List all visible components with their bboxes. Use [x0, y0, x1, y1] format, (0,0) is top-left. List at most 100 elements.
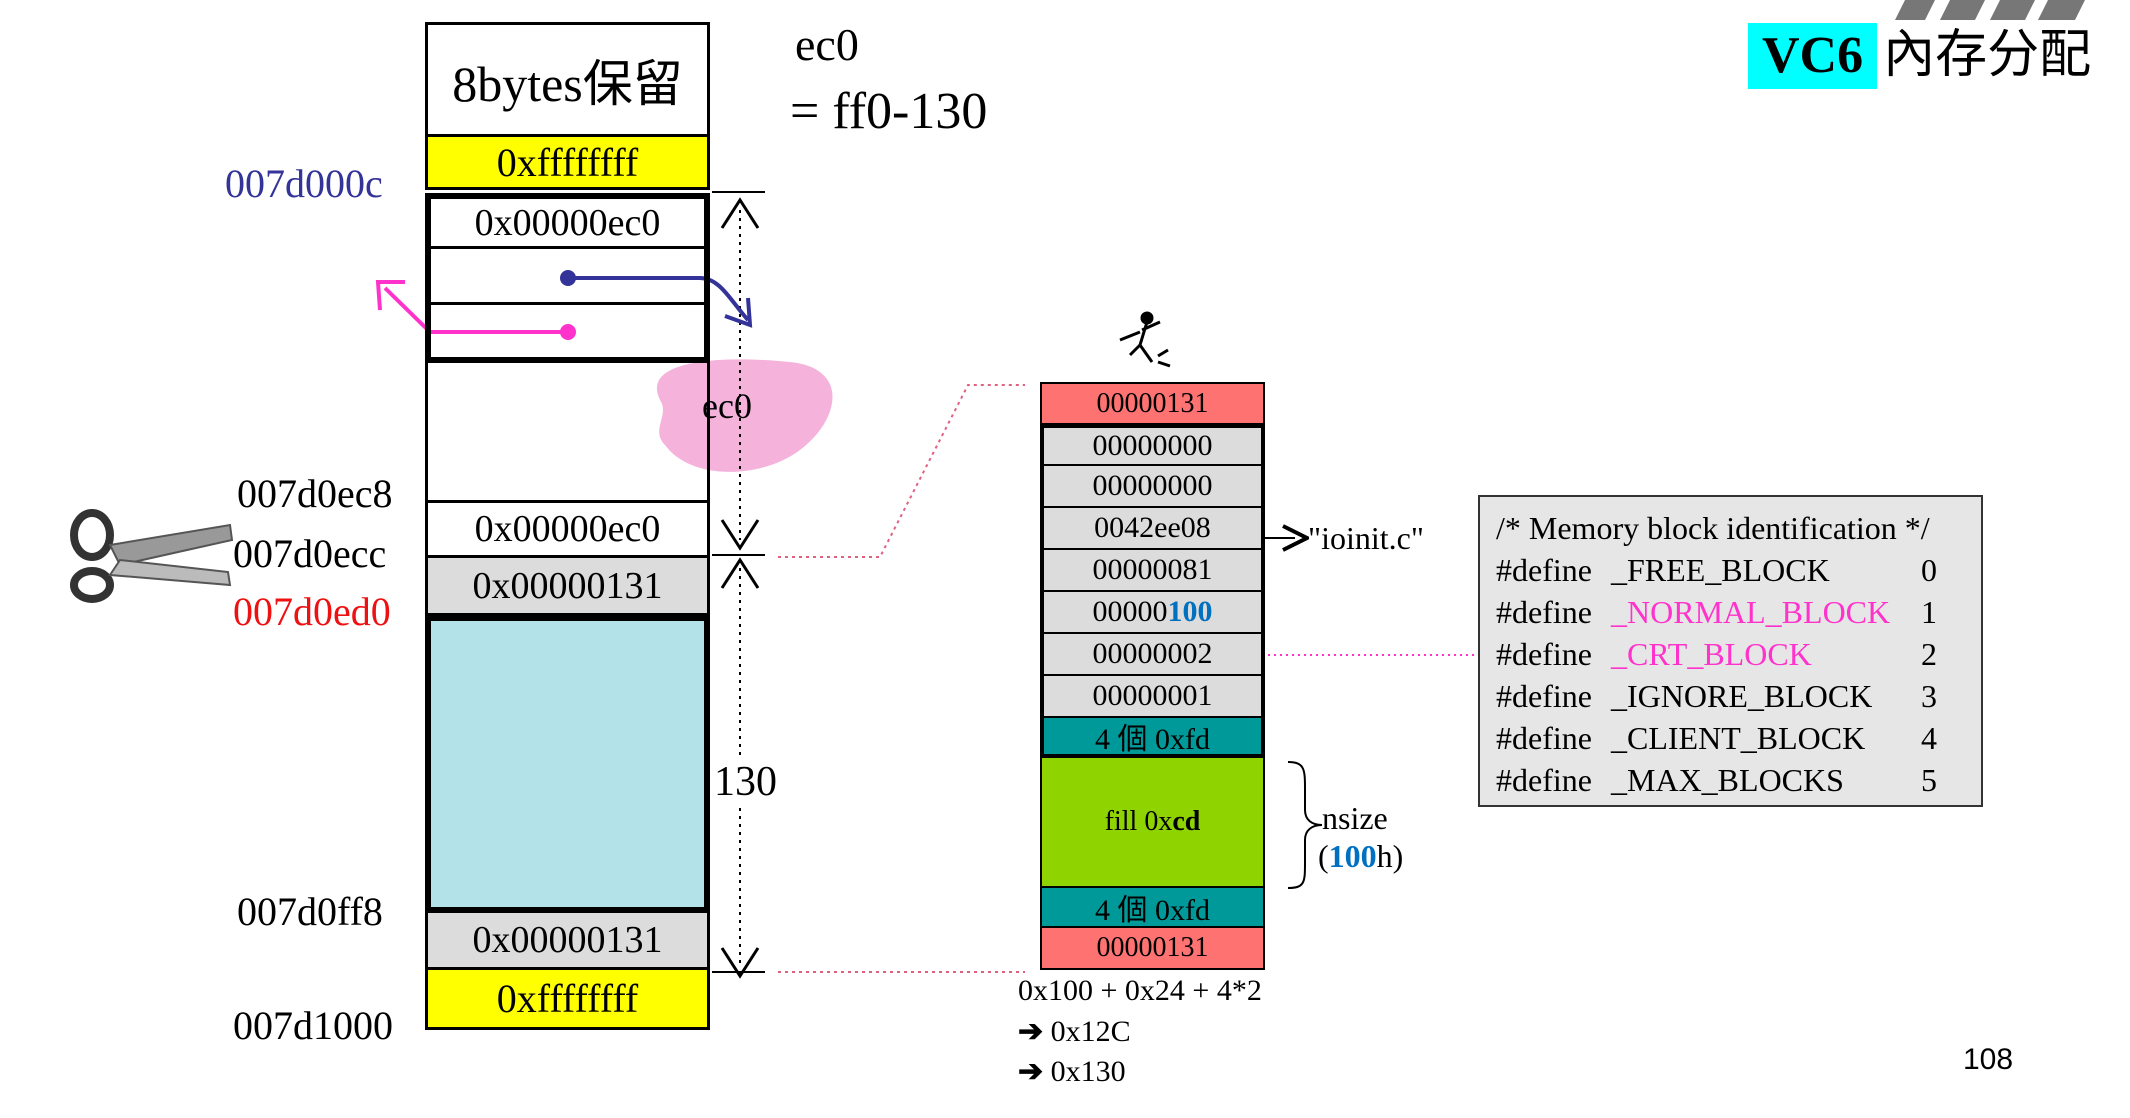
address-007d0ec8: 007d0ec8: [237, 471, 393, 516]
free-header-block: [425, 193, 710, 363]
file-reference: "ioinit.c": [1308, 520, 1424, 556]
define-name: _FREE_BLOCK: [1611, 552, 1830, 588]
top-sentinel-label: 0xffffffff: [496, 139, 639, 185]
free-blob-label: ec0: [702, 386, 752, 426]
rc-filename: 0042ee08: [1044, 508, 1261, 550]
rc-cookie-top-label: 00000131: [1096, 387, 1209, 419]
footer-size-cell: 0x00000ec0: [425, 500, 710, 558]
calc-line3: ➔ 0x130: [1018, 1054, 1126, 1089]
nsize-label: nsize: [1322, 800, 1388, 836]
rc-request: 00000001: [1044, 676, 1261, 718]
calc-arrow-icon: ➔: [1018, 1015, 1044, 1048]
define-name: _IGNORE_BLOCK: [1611, 678, 1873, 714]
calc-line3-text: 0x130: [1050, 1055, 1126, 1088]
rc-guard-bottom: 4 個 0xfd: [1040, 888, 1265, 928]
nsize-open: (: [1318, 838, 1329, 874]
define-name: _NORMAL_BLOCK: [1611, 594, 1891, 630]
header-size-cell: 0x00000ec0: [431, 199, 704, 249]
calc-line2: ➔ 0x12C: [1018, 1014, 1131, 1049]
rc-fill-bold: cd: [1172, 806, 1201, 837]
cookie-top-cell: 0x00000131: [425, 558, 710, 616]
free-block-blob: [656, 359, 833, 472]
nsize-value: (100h): [1318, 838, 1403, 875]
define-row: #define _CRT_BLOCK 2: [1496, 633, 1965, 675]
rc-row2-label: 00000000: [1092, 469, 1213, 502]
calc-line1: 0x100 + 0x24 + 4*2: [1018, 974, 1262, 1007]
define-keyword: #define: [1496, 636, 1592, 672]
define-value: 3: [1921, 678, 1937, 714]
defines-box: /* Memory block identification */ #defin…: [1478, 495, 1983, 807]
formula-line1: ec0: [795, 19, 859, 70]
rc-row4-label: 00000081: [1092, 553, 1213, 586]
calc-arrow-icon: ➔: [1018, 1055, 1044, 1088]
reserved-cell: 8bytes保留: [425, 22, 710, 137]
address-007d1000: 007d1000: [233, 1003, 393, 1048]
defines-comment: /* Memory block identification */: [1496, 510, 1930, 546]
reserved-label: 8bytes保留: [452, 55, 683, 112]
rc-guard-bottom-label: 4 個 0xfd: [1095, 894, 1210, 927]
define-value: 5: [1921, 762, 1937, 798]
rc-cookie-bottom: 00000131: [1040, 928, 1265, 970]
rc-header-frame: [1040, 424, 1265, 758]
rc-line-number: 00000081: [1044, 550, 1261, 592]
define-row: #define _CLIENT_BLOCK 4: [1496, 717, 1965, 759]
rc-row7-label: 00000001: [1092, 679, 1213, 712]
rc-prev-ptr: 00000000: [1044, 466, 1261, 508]
title-badge: VC6: [1748, 23, 1878, 89]
user-data-block: [425, 615, 710, 913]
define-value: 2: [1921, 636, 1937, 672]
rc-row1-label: 00000000: [1092, 429, 1213, 462]
free-space: [425, 363, 710, 503]
address-007d0ed0: 007d0ed0: [233, 589, 391, 634]
cookie-top-label: 0x00000131: [472, 564, 663, 607]
corner-stripes: [1895, 0, 2085, 20]
define-keyword: #define: [1496, 552, 1592, 588]
rc-guard-top-label: 4 個 0xfd: [1095, 723, 1210, 756]
formula-line2: = ff0-130: [790, 83, 988, 140]
address-007d000c: 007d000c: [225, 161, 383, 206]
bottom-sentinel-label: 0xffffffff: [496, 976, 639, 1021]
rc-row6-label: 00000002: [1092, 637, 1213, 670]
address-007d0ff8: 007d0ff8: [237, 889, 383, 934]
define-keyword: #define: [1496, 762, 1592, 798]
address-007d0ecc: 007d0ecc: [233, 531, 387, 576]
next-pointer-cell: [431, 249, 704, 305]
nsize-number: 100: [1328, 838, 1377, 874]
bottom-sentinel-cell: 0xffffffff: [425, 970, 710, 1030]
define-value: 1: [1921, 594, 1937, 630]
rc-next-ptr: 00000000: [1044, 428, 1261, 466]
cookie-bottom-cell: 0x00000131: [425, 913, 710, 970]
define-name: _MAX_BLOCKS: [1611, 762, 1844, 798]
define-row: #define _MAX_BLOCKS 5: [1496, 759, 1965, 801]
define-keyword: #define: [1496, 594, 1592, 630]
define-keyword: #define: [1496, 720, 1592, 756]
header-size-label: 0x00000ec0: [474, 201, 661, 244]
define-value: 0: [1921, 552, 1937, 588]
footer-size-label: 0x00000ec0: [474, 508, 661, 550]
connector-top: [778, 384, 1025, 558]
rc-cookie-bottom-label: 00000131: [1096, 932, 1209, 963]
title-text: 內存分配: [1883, 27, 2092, 84]
span-label: 130: [712, 758, 779, 806]
rc-row5-prefix: 00000: [1092, 595, 1168, 628]
nsize-close: h): [1376, 838, 1404, 874]
page-number: 108: [1963, 1043, 2014, 1076]
top-sentinel-cell: 0xffffffff: [425, 137, 710, 190]
define-keyword: #define: [1496, 678, 1592, 714]
define-row: #define _FREE_BLOCK 0: [1496, 549, 1965, 591]
define-row: #define _IGNORE_BLOCK 3: [1496, 675, 1965, 717]
define-name: _CLIENT_BLOCK: [1611, 720, 1866, 756]
next-pointer-arrow: [560, 270, 753, 328]
rc-cookie-top: 00000131: [1040, 382, 1265, 425]
scissors-icon: [70, 509, 234, 603]
rc-guard-top: 4 個 0xfd: [1044, 718, 1261, 756]
rc-row5-highlight: 100: [1167, 595, 1213, 628]
nsize-brace: [1287, 761, 1323, 889]
rc-fill-prefix: fill 0x: [1104, 806, 1173, 837]
cookie-bottom-label: 0x00000131: [472, 919, 663, 961]
define-value: 4: [1921, 720, 1937, 756]
rc-block-use: 00000002: [1044, 634, 1261, 676]
define-name: _CRT_BLOCK: [1611, 636, 1812, 672]
figure-icon: [1119, 311, 1171, 368]
